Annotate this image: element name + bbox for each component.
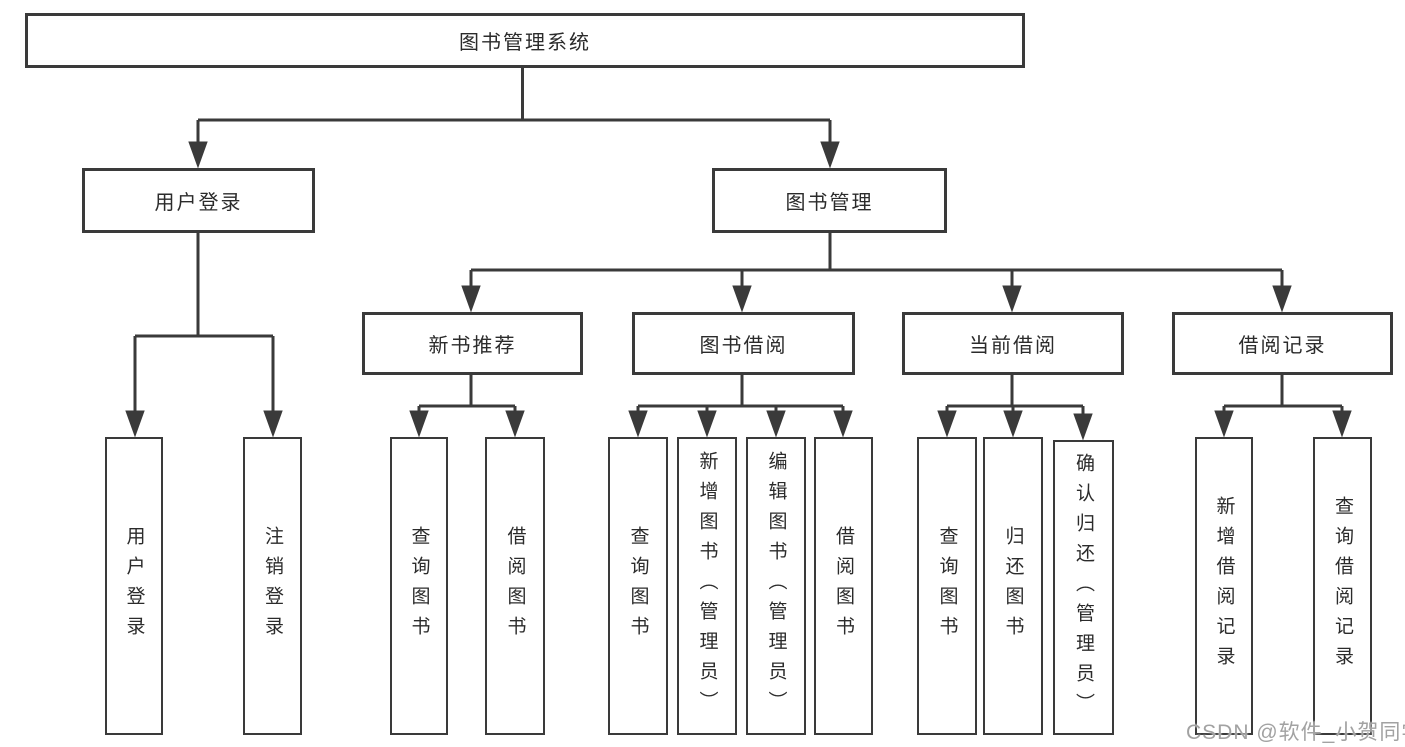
node-current-borrow: 当前借阅 bbox=[902, 312, 1124, 375]
node-book-management-module: 图书管理 bbox=[712, 168, 947, 233]
node-new-book-recommend: 新书推荐 bbox=[362, 312, 583, 375]
leaf-borrow-query-book: 查询图书 bbox=[608, 437, 668, 735]
leaf-recommend-borrow-book: 借阅图书 bbox=[485, 437, 545, 735]
leaf-add-book-admin: 新增图书（管理员） bbox=[677, 437, 737, 735]
leaf-query-borrow-record: 查询借阅记录 bbox=[1313, 437, 1372, 735]
leaf-logout: 注销登录 bbox=[243, 437, 302, 735]
node-root: 图书管理系统 bbox=[25, 13, 1025, 68]
leaf-edit-book-admin: 编辑图书（管理员） bbox=[746, 437, 806, 735]
leaf-add-borrow-record: 新增借阅记录 bbox=[1195, 437, 1253, 735]
node-borrow-records: 借阅记录 bbox=[1172, 312, 1393, 375]
leaf-user-login: 用户登录 bbox=[105, 437, 163, 735]
leaf-confirm-return-admin: 确认归还（管理员） bbox=[1053, 440, 1114, 735]
csdn-watermark: CSDN @软件_小贺同学 bbox=[1186, 721, 1405, 744]
leaf-current-query-book: 查询图书 bbox=[917, 437, 977, 735]
node-user-login-module: 用户登录 bbox=[82, 168, 315, 233]
leaf-borrow-book: 借阅图书 bbox=[814, 437, 873, 735]
leaf-return-book: 归还图书 bbox=[983, 437, 1043, 735]
leaf-recommend-query-book: 查询图书 bbox=[390, 437, 448, 735]
node-book-borrow: 图书借阅 bbox=[632, 312, 855, 375]
